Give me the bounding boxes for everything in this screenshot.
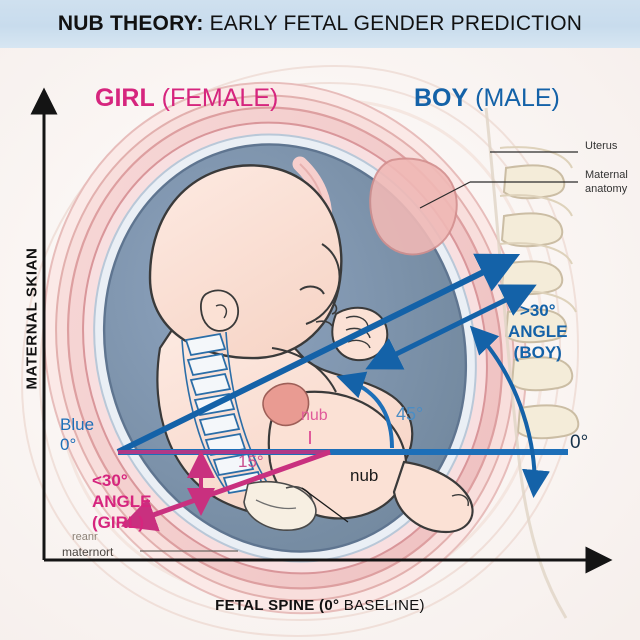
x-axis-label: FETAL SPINE (0° BASELINE) — [0, 597, 640, 614]
boy-angle-line2: ANGLE — [508, 322, 568, 341]
legend-girl: GIRL (FEMALE) — [95, 84, 278, 113]
boy-angle-line3: (BOY) — [513, 343, 562, 362]
fetus-eye — [299, 285, 325, 295]
placenta — [369, 157, 458, 256]
blue-label-line1: Blue — [60, 415, 95, 434]
page-title: NUB THEORY: EARLY FETAL GENDER PREDICTIO… — [58, 12, 582, 36]
x-axis-label-bold: FETAL SPINE (0° — [215, 597, 340, 614]
fetus-mouth — [315, 320, 333, 327]
boy-double-arrow — [365, 284, 537, 370]
maternal-tick-line — [419, 181, 471, 209]
label-maternal-anatomy: Maternal anatomy — [585, 168, 628, 196]
label-maternal-line1: Maternal — [585, 169, 628, 181]
label-faint-line2: maternort — [62, 545, 114, 559]
fetus-heart — [262, 382, 310, 427]
fetus — [148, 164, 474, 534]
girl-angle-line1: <30° — [92, 471, 128, 490]
fetus-nose — [331, 301, 338, 315]
fetus-arm — [271, 347, 337, 393]
blue-label-line2: 0° — [60, 435, 77, 454]
girl-angle-line3: (GIRL) — [92, 513, 144, 532]
fetus-thigh — [267, 390, 407, 520]
label-nub-pink: nub — [301, 407, 328, 424]
legend-girl-bold: GIRL — [95, 84, 155, 112]
girl-angle-line2: ANGLE — [92, 492, 152, 511]
label-angle-15: 15° — [238, 452, 264, 471]
title-bold: NUB THEORY: — [57, 12, 204, 35]
title-bar: NUB THEORY: EARLY FETAL GENDER PREDICTIO… — [0, 0, 640, 48]
label-faint-line1: reanr — [72, 531, 98, 543]
fetal-spine-outline — [181, 331, 269, 491]
x-axis-label-rest: BASELINE) — [339, 597, 425, 614]
girl-angle-arrow — [120, 449, 331, 532]
label-uterus: Uterus — [585, 140, 618, 152]
anatomical-illustration — [0, 48, 640, 640]
label-boy-angle: >30° ANGLE (BOY) — [508, 300, 568, 363]
legend-boy: BOY (MALE) — [414, 84, 560, 113]
legend-girl-rest: (FEMALE) — [154, 84, 279, 112]
illustration-artwork — [0, 48, 640, 640]
label-blue-baseline: Blue 0° — [60, 415, 94, 455]
pelvis-region — [243, 480, 317, 531]
nub-leader-line — [301, 487, 349, 523]
arc-45deg — [336, 371, 394, 449]
title-rest: EARLY FETAL GENDER PREDICTION — [203, 12, 583, 35]
label-maternal-line2: anatomy — [585, 183, 628, 195]
boy-angle-arc — [469, 325, 550, 498]
label-right-zero: 0° — [570, 432, 589, 453]
y-axis-label: MATERNAL SKIAN — [23, 247, 41, 390]
fetus-head — [148, 164, 343, 360]
fetus-face-profile — [305, 243, 341, 325]
fetus-foot — [392, 460, 474, 534]
label-girl-angle: <30° ANGLE (GIRL) — [92, 470, 152, 533]
fetus-ear — [200, 289, 239, 332]
label-angle-45: 45° — [396, 404, 424, 424]
legend-boy-rest: (MALE) — [468, 84, 560, 112]
legend-boy-bold: BOY — [414, 84, 469, 112]
label-nub-black: nub — [350, 466, 379, 485]
boy-angle-line1: >30° — [519, 301, 556, 320]
